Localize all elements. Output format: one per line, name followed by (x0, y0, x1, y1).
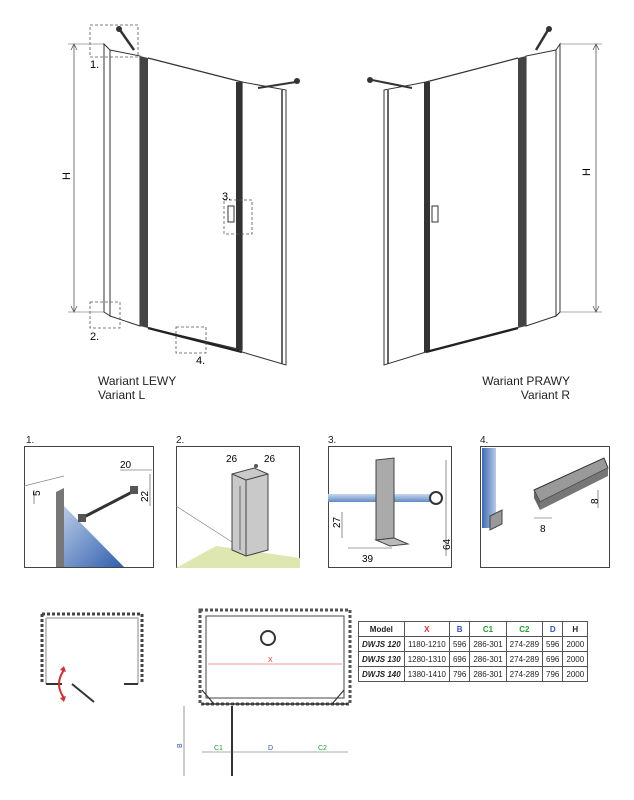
table-header-c2: C2 (505, 621, 544, 637)
table-header-c1: C1 (469, 621, 507, 637)
detail-3-dim-64: 64 (442, 538, 452, 550)
detail-4-number: 4. (480, 435, 489, 446)
table-cell: 274-289 (505, 666, 544, 682)
detail-1-dim-22: 22 (140, 490, 151, 502)
table-header-d: D (542, 621, 564, 637)
detail-3-dim-27: 27 (332, 516, 343, 528)
table-header-b: B (448, 621, 471, 637)
table-cell: 796 (542, 666, 564, 682)
detail-2-panel: 26 26 (176, 446, 300, 568)
callout-2: 2. (90, 331, 99, 343)
detail-4-dim-8-bottom: 8 (540, 524, 546, 535)
plan-x-label: X (268, 657, 273, 664)
right-variant-drawing: H (367, 26, 602, 366)
plan-c2-label: C2 (318, 745, 327, 752)
table-cell: 274-289 (505, 651, 544, 667)
detail-2-dim-26b: 26 (264, 454, 276, 465)
height-label-right: H (581, 168, 593, 176)
callout-1: 1. (90, 59, 99, 71)
detail-1-dim-5: 5 (32, 490, 43, 496)
detail-4-panel: 8 8 (480, 446, 610, 568)
table-cell: 2000 (562, 666, 589, 682)
table-cell: 1180-1210 (403, 636, 450, 652)
table-cell: 696 (448, 651, 471, 667)
right-variant-caption: Wariant PRAWY Variant R (478, 374, 570, 402)
swing-plan (40, 612, 144, 703)
table-cell: 2000 (562, 651, 589, 667)
detail-1-dim-20: 20 (120, 460, 132, 471)
height-label-left: H (61, 172, 73, 180)
detail-3-number: 3. (328, 435, 337, 446)
table-header-model: Model (358, 621, 405, 637)
table-cell-model: DWJS 130 (358, 651, 405, 667)
right-variant-line2: Variant R (520, 388, 570, 402)
left-variant-line1: Wariant LEWY (98, 374, 177, 388)
callout-3: 3. (222, 191, 231, 203)
table-cell: 1280-1310 (403, 651, 450, 667)
plan-c1-label: C1 (214, 745, 223, 752)
left-variant-line2: Variant L (98, 388, 146, 402)
table-header-x: X (403, 621, 450, 637)
table-cell: 596 (448, 636, 471, 652)
plan-b-label: B (177, 743, 184, 748)
plan-d-label: D (268, 745, 273, 752)
left-variant-drawing: 1. 3. 2. 4. H (61, 24, 300, 367)
detail-2-dim-26a: 26 (226, 454, 238, 465)
table-cell: 286-301 (469, 666, 507, 682)
detail-4-dim-8-right: 8 (590, 498, 601, 504)
table-header-h: H (562, 621, 589, 637)
table-cell-model: DWJS 120 (358, 636, 405, 652)
dimension-plan: X B C1 D C2 (177, 608, 352, 776)
left-variant-caption: Wariant LEWY Variant L (98, 374, 176, 402)
right-variant-line1: Wariant PRAWY (482, 374, 570, 388)
table-cell-model: DWJS 140 (358, 666, 405, 682)
table-cell: 696 (542, 651, 564, 667)
table-cell: 274-289 (505, 636, 544, 652)
table-cell: 2000 (562, 636, 589, 652)
detail-1-panel: 20 5 22 (24, 446, 154, 568)
detail-2-number: 2. (176, 435, 185, 446)
detail-3-dim-39: 39 (362, 554, 374, 565)
table-cell: 596 (542, 636, 564, 652)
detail-3-panel: 64 27 39 (328, 446, 452, 568)
callout-4: 4. (196, 355, 205, 367)
detail-1-number: 1. (26, 435, 35, 446)
table-cell: 286-301 (469, 651, 507, 667)
table-cell: 1380-1410 (403, 666, 450, 682)
table-cell: 796 (448, 666, 471, 682)
table-cell: 286-301 (469, 636, 507, 652)
